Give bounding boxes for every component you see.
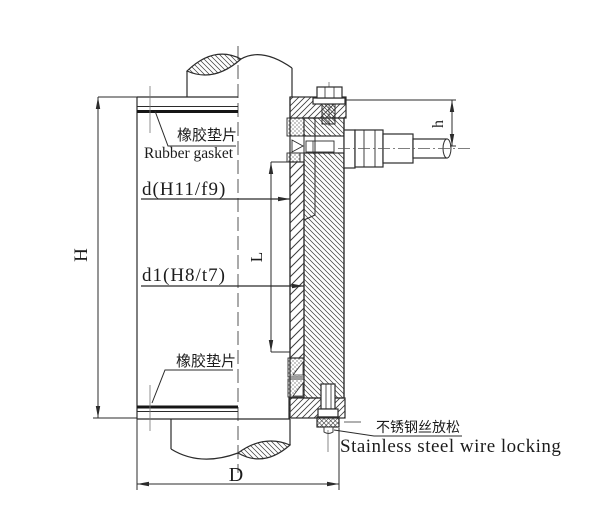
bottom-bolt	[316, 383, 361, 452]
arrowhead	[268, 340, 274, 352]
dimension-h	[346, 99, 456, 147]
top-bolt	[312, 82, 346, 126]
sight-glass-strip	[289, 161, 305, 359]
valve-cone	[291, 139, 304, 153]
valve-screw	[305, 140, 335, 153]
fitting-washer	[343, 129, 356, 169]
top-bolt-head	[316, 86, 343, 99]
label-wire-locking-en: Stainless steel wire locking	[340, 436, 561, 457]
side-fitting	[338, 129, 470, 169]
arrowhead	[278, 196, 290, 202]
bottom-pipe	[170, 419, 292, 460]
pipe-break-curve	[170, 448, 239, 460]
bottom-bolt-shaft	[320, 383, 336, 410]
bore-step-d	[303, 118, 316, 221]
label-bore-d1: d1(H8/t7)	[142, 265, 226, 286]
arrowhead	[449, 134, 455, 146]
dimension-D	[136, 419, 340, 490]
top-packing-lower	[286, 152, 301, 163]
dim-label-H: H	[71, 248, 92, 262]
dim-label-D: D	[229, 464, 243, 486]
callout-rubber-gasket-bottom	[151, 369, 233, 404]
vessel-body	[136, 86, 290, 431]
dim-label-L: L	[247, 252, 266, 262]
arrowhead	[327, 481, 339, 487]
label-bore-d: d(H11/f9)	[142, 179, 226, 200]
callout-bore-d	[141, 196, 290, 202]
top-pipe	[185, 53, 293, 97]
label-rubber-gasket-bottom-cn: 橡胶垫片	[176, 353, 236, 370]
label-rubber-gasket-top-cn: 橡胶垫片	[177, 127, 237, 144]
arrowhead	[449, 100, 455, 112]
pipe-break-curve	[240, 54, 293, 69]
arrowhead	[268, 162, 274, 174]
wire-lock-nut	[316, 416, 340, 428]
callout-rubber-gasket-top	[154, 110, 236, 147]
top-bolt-washer	[312, 97, 346, 105]
bottom-bolt-tail	[323, 426, 334, 434]
arrowhead	[95, 406, 101, 418]
pipe-break-lens	[236, 440, 292, 460]
flange-body-lower	[303, 152, 345, 399]
callout-bore-d1	[141, 283, 304, 289]
bottom-bolt-washer	[317, 408, 339, 418]
packing-wedge-2	[292, 381, 304, 397]
arrowhead	[292, 283, 304, 289]
label-rubber-gasket-top-en: Rubber gasket	[144, 145, 234, 162]
arrowhead	[95, 97, 101, 109]
pipe-break-lens	[185, 53, 243, 76]
dimension-H	[93, 96, 137, 419]
packing-wedge-1	[292, 360, 304, 376]
arrowhead	[137, 481, 149, 487]
dim-label-h: h	[430, 120, 447, 128]
callout-wire-locking	[333, 429, 462, 437]
top-bolt-shaft	[321, 103, 336, 125]
label-wire-locking-cn: 不锈钢丝放松	[376, 420, 460, 436]
gauge-flange	[286, 96, 347, 419]
dimension-L	[268, 161, 290, 353]
